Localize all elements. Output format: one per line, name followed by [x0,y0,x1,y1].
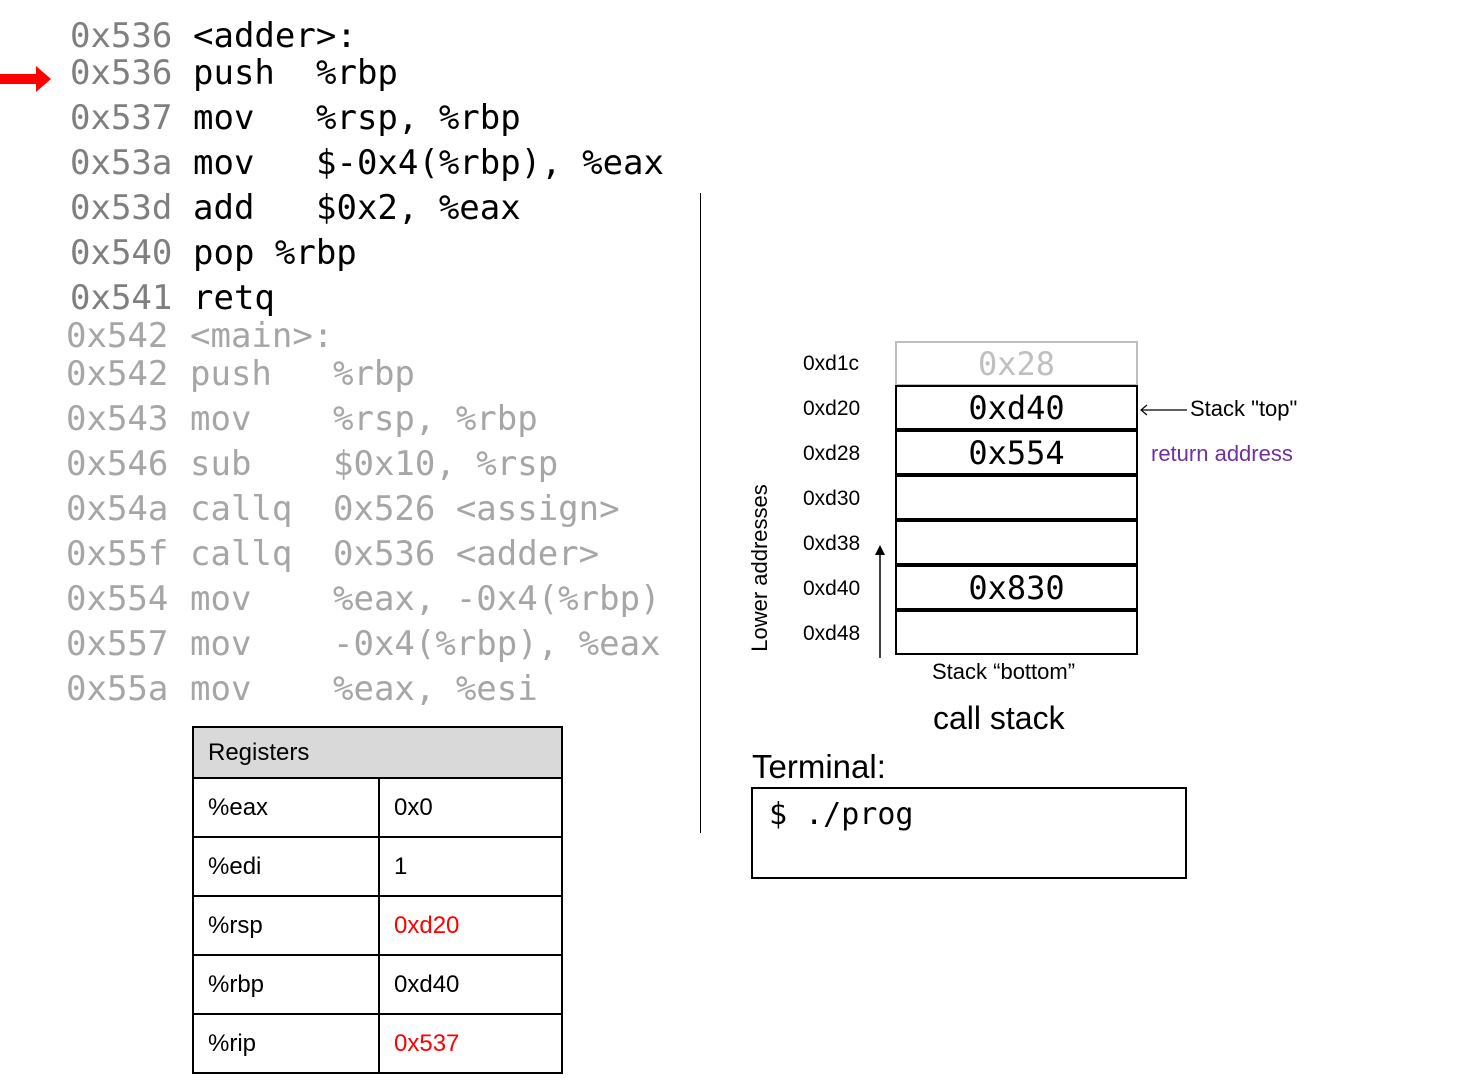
instruction-address: 0x537 [70,98,173,138]
stack-address: 0xd28 [803,442,861,465]
instruction-op: push [190,354,272,394]
instruction-args: 0x526 <assign> [333,489,620,529]
instruction-address: 0x536 [70,16,173,56]
instruction-args: $-0x4(%rbp), %eax [316,143,664,183]
stack-slot: 0xd40 [895,385,1138,430]
stack-address: 0xd30 [803,487,861,510]
stack-top-label: Stack "top" [1190,396,1298,421]
stack-slot: 0x554 [895,430,1138,475]
instruction-args: %rbp [333,354,415,394]
terminal[interactable]: $ ./prog [751,787,1187,879]
reg-name: %eax [192,777,380,838]
up-arrow-icon [875,545,885,658]
instruction-address: 0x542 [66,354,169,394]
reg-value: 1 [378,836,563,897]
reg-name: %rip [192,1013,380,1074]
instruction-args: %eax, -0x4(%rbp) [333,579,661,619]
instruction-args: %rbp [316,53,398,93]
reg-value: 0x0 [378,777,563,838]
stack-address: 0xd20 [803,397,861,420]
reg-name: %edi [192,836,380,897]
stack-address: 0xd48 [803,622,861,645]
instruction-address: 0x557 [66,624,169,664]
stack-slot [895,520,1138,565]
instruction-op: add [193,188,255,228]
instruction-op: pop %rbp [193,233,357,273]
stack-address: 0xd40 [803,577,861,600]
instruction-op: mov [190,399,252,439]
instruction-op: mov [193,98,255,138]
instruction-op: mov [190,624,252,664]
instruction-args: %rsp, %rbp [316,98,521,138]
instruction-args: -0x4(%rbp), %eax [333,624,661,664]
instruction-args: 0x536 <adder> [333,534,600,574]
instruction-op: callq [190,489,293,529]
instruction-op: <adder>: [193,16,357,56]
instruction-address: 0x546 [66,444,169,484]
instruction-op: push [193,53,275,93]
terminal-text: $ ./prog [769,797,914,832]
instruction-address: 0x543 [66,399,169,439]
instruction-address: 0x554 [66,579,169,619]
instruction-address: 0x53a [70,143,173,183]
instruction-address: 0x54a [66,489,169,529]
terminal-label: Terminal: [752,748,886,785]
instruction-args: $0x2, %eax [316,188,521,228]
call-stack-caption: call stack [933,700,1065,736]
instruction-op: mov [190,579,252,619]
reg-name: %rbp [192,954,380,1015]
instruction-op: mov [190,669,252,709]
instruction-address: 0x536 [70,53,173,93]
top-pointer-arrow-icon [1140,404,1187,416]
instruction-address: 0x55f [66,534,169,574]
instruction-op: sub [190,444,252,484]
instruction-address: 0x542 [66,316,169,356]
stack-slot [895,610,1138,655]
reg-value: 0xd40 [378,954,563,1015]
instruction-address: 0x55a [66,669,169,709]
stack-bottom-label: Stack “bottom” [932,659,1076,684]
instruction-op: mov [193,143,255,183]
instruction-address: 0x53d [70,188,173,228]
stack-address: 0xd38 [803,532,861,555]
instruction-op: retq [193,278,275,318]
stack-slot: 0x28 [895,341,1138,386]
reg-value: 0x537 [378,1013,563,1074]
divider [700,193,701,833]
instruction-address: 0x541 [70,278,173,318]
reg-value: 0xd20 [378,895,563,956]
stack-slot: 0x830 [895,565,1138,610]
instruction-args: %rsp, %rbp [333,399,538,439]
instruction-args: %eax, %esi [333,669,538,709]
instruction-address: 0x540 [70,233,173,273]
instruction-op: callq [190,534,293,574]
instruction-op: <main>: [190,316,334,356]
stack-slot [895,475,1138,520]
lower-addresses-label: Lower addresses [747,484,772,652]
instruction-args: $0x10, %rsp [333,444,559,484]
return-address-label: return address [1151,441,1293,466]
reg-name: %rsp [192,895,380,956]
registers-title: Registers [192,726,563,779]
pc-arrow-icon [0,66,51,92]
stack-address: 0xd1c [803,352,860,375]
